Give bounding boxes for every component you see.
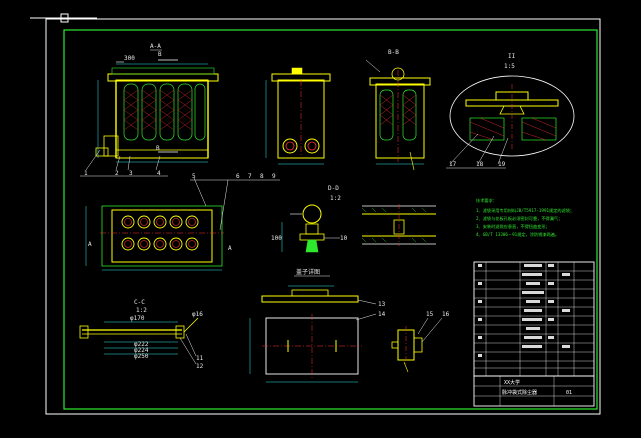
balloon-16: 16 [442,311,450,318]
view-lid-detail[interactable]: 盖子详图 13 14 [249,268,386,383]
balloon-17: 17 [449,161,457,168]
dim-aa-top: 300 [124,55,135,62]
balloon-7: 7 [248,173,252,180]
balloon-4: 4 [157,170,161,177]
balloon-8: 8 [260,173,264,180]
balloon-12: 12 [196,363,204,370]
balloon-2: 2 [115,170,119,177]
section-mark-b-bottom: B [156,145,160,152]
balloon-6: 6 [236,173,240,180]
balloon-1: 1 [84,170,88,177]
view-aa-section[interactable]: A-A 300 B [80,43,219,177]
view-dd-section[interactable]: D-D 1:2 100 10 [271,185,348,253]
dim-cc-2: φ222 [134,341,149,348]
balloon-18: 18 [476,161,484,168]
notes-title: 技术要求： [476,197,497,204]
balloon-11: 11 [196,355,204,362]
balloon-14: 14 [378,311,386,318]
dim-cc-bolt: φ16 [192,311,203,318]
view-bb-section[interactable]: B-B [365,49,431,171]
note-4: 4、GB/T 13306－91规定，涂防锈漆两遍。 [476,231,559,238]
title-block-drawing-name: 脉冲袋式除尘器 [502,389,537,396]
view-dd-title: D-D [328,185,339,192]
balloon-5: 5 [192,173,196,180]
dim-cc-3: φ224 [134,347,149,354]
sheet-outer-border [45,18,601,415]
section-mark-a-left: A [88,241,92,248]
view-cc-section[interactable]: C-C 1:2 φ170 φ222 φ224 φ250 φ16 11 12 [79,299,204,370]
view-aa-title: A-A [150,43,161,50]
view-side-elevation[interactable] [265,67,331,165]
view-detail-ii[interactable]: II 1:5 17 18 19 [446,53,575,169]
section-mark-b-top: B [158,51,162,58]
technical-notes[interactable]: 技术要求： 1、滤袋采用专用材料JB/T5917-1991规定的滤袋； 2、滤袋… [476,197,574,238]
balloon-15: 15 [426,311,434,318]
drawing-tab-marker[interactable] [30,13,97,23]
parts-list-table[interactable] [473,261,595,377]
title-block-drawing-no: 01 [566,390,572,396]
view-cc-scale: 1:2 [136,307,147,314]
view-cc-title: C-C [134,299,145,306]
balloon-13: 13 [378,301,386,308]
balloon-3: 3 [129,170,133,177]
dim-dd-height: 100 [271,235,282,242]
drawing-frame [63,29,598,410]
dim-cc-1: φ170 [130,315,145,322]
dim-cc-4: φ250 [134,353,149,360]
note-3: 3、安装时滤袋应垂直，不得扭曲变形； [476,223,550,230]
title-block[interactable]: XX大学 脉冲袋式除尘器 01 [473,375,595,407]
balloon-10: 10 [340,235,348,242]
title-block-company: XX大学 [504,379,520,386]
detail-scale: 1:5 [504,63,515,70]
view-plan-tubesheet[interactable]: A A 5 6 7 8 9 [85,173,280,271]
view-dd-scale: 1:2 [330,195,341,202]
balloon-9: 9 [272,173,276,180]
balloon-19: 19 [498,161,506,168]
section-mark-a-right: A [228,245,232,252]
lid-title: 盖子详图 [296,268,320,276]
view-rail-section[interactable] [361,204,436,246]
detail-title: II [508,53,516,60]
note-2: 2、滤袋与花板孔板必须密封可靠，不得漏气； [476,215,562,222]
note-1: 1、滤袋采用专用材料JB/T5917-1991规定的滤袋； [476,207,574,214]
view-bb-title: B-B [388,49,399,56]
view-clamp-detail[interactable]: 15 16 [391,311,450,373]
